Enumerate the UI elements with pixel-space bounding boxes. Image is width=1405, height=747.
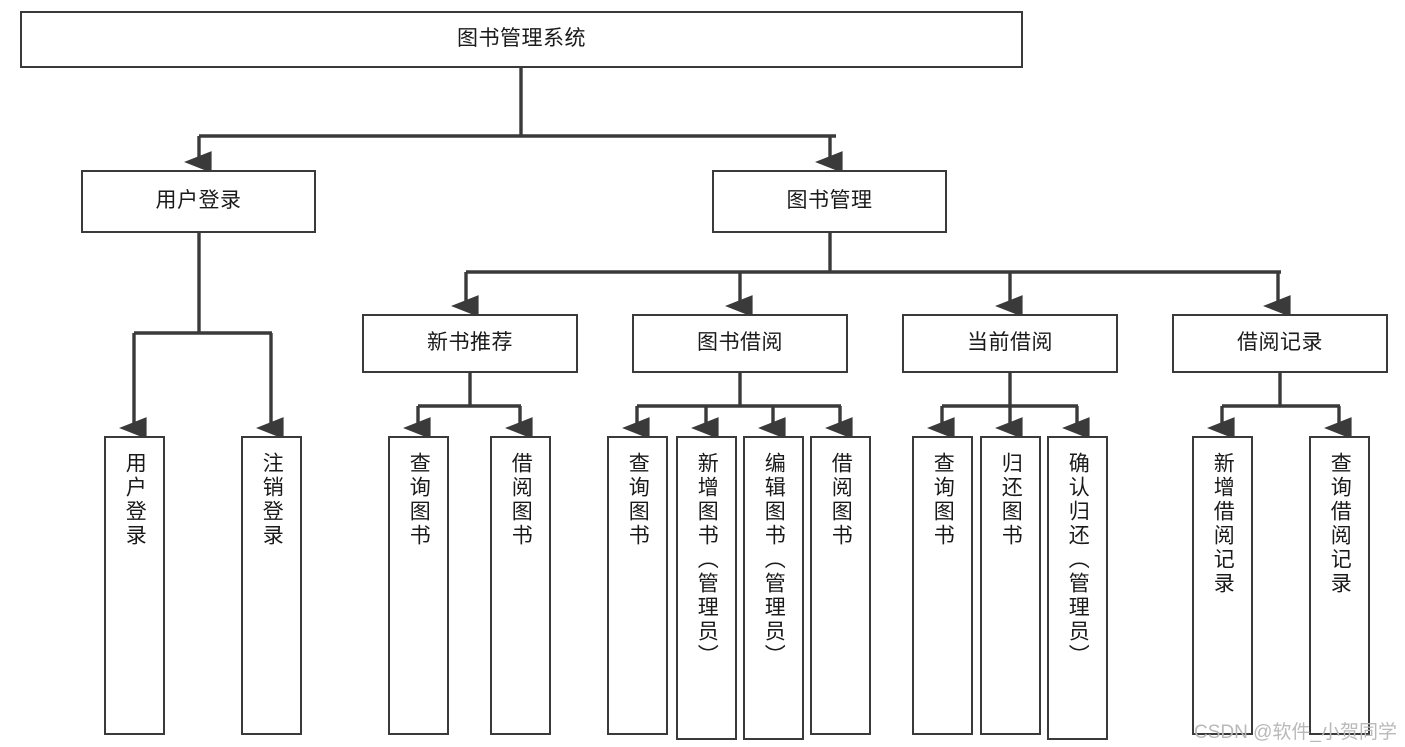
node-leaf-query-book-current[interactable]: 查询图书 [912,436,973,735]
node-leaf-borrow-book-recommend[interactable]: 借阅图书 [490,436,551,735]
node-label: 用户登录 [155,189,242,213]
node-current-borrow[interactable]: 当前借阅 [902,314,1118,373]
node-label: 查询图书 [626,452,650,548]
node-new-book-recommend[interactable]: 新书推荐 [362,314,578,373]
node-label: 借阅记录 [1237,331,1323,355]
node-user-login[interactable]: 用户登录 [81,170,316,233]
node-leaf-borrow-book[interactable]: 借阅图书 [810,436,871,735]
node-label: 图书借阅 [697,331,783,355]
node-label: 新增借阅记录 [1211,452,1235,596]
node-label: 确认归还（管理员） [1066,452,1090,668]
node-label: 用户登录 [123,452,147,548]
node-leaf-add-book[interactable]: 新增图书（管理员） [676,436,737,740]
node-label: 注销登录 [260,452,284,548]
node-leaf-user-login[interactable]: 用户登录 [104,436,165,735]
node-label: 图书管理 [786,189,873,213]
node-leaf-query-book-recommend[interactable]: 查询图书 [388,436,449,735]
node-book-borrow[interactable]: 图书借阅 [632,314,848,373]
node-label: 查询借阅记录 [1328,452,1352,596]
node-label: 编辑图书（管理员） [762,452,786,668]
node-leaf-confirm-return[interactable]: 确认归还（管理员） [1047,436,1108,740]
node-borrow-record[interactable]: 借阅记录 [1172,314,1388,373]
node-label: 查询图书 [931,452,955,548]
node-leaf-add-borrow-record[interactable]: 新增借阅记录 [1192,436,1253,735]
node-label: 新增图书（管理员） [695,452,719,668]
node-label: 借阅图书 [829,452,853,548]
node-root-book-management-system[interactable]: 图书管理系统 [20,11,1023,68]
node-label: 归还图书 [999,452,1023,548]
node-label: 查询图书 [407,452,431,548]
node-leaf-user-logout[interactable]: 注销登录 [241,436,302,735]
node-label: 当前借阅 [967,331,1053,355]
watermark-text: CSDN @软件_小贺同学 [1194,722,1397,743]
node-label: 新书推荐 [427,331,513,355]
node-label: 图书管理系统 [457,27,586,51]
node-leaf-edit-book[interactable]: 编辑图书（管理员） [743,436,804,740]
node-leaf-return-book[interactable]: 归还图书 [980,436,1041,735]
node-label: 借阅图书 [509,452,533,548]
node-book-manage[interactable]: 图书管理 [712,170,947,233]
node-leaf-query-borrow-record[interactable]: 查询借阅记录 [1309,436,1370,735]
node-leaf-query-book-borrow[interactable]: 查询图书 [607,436,668,735]
